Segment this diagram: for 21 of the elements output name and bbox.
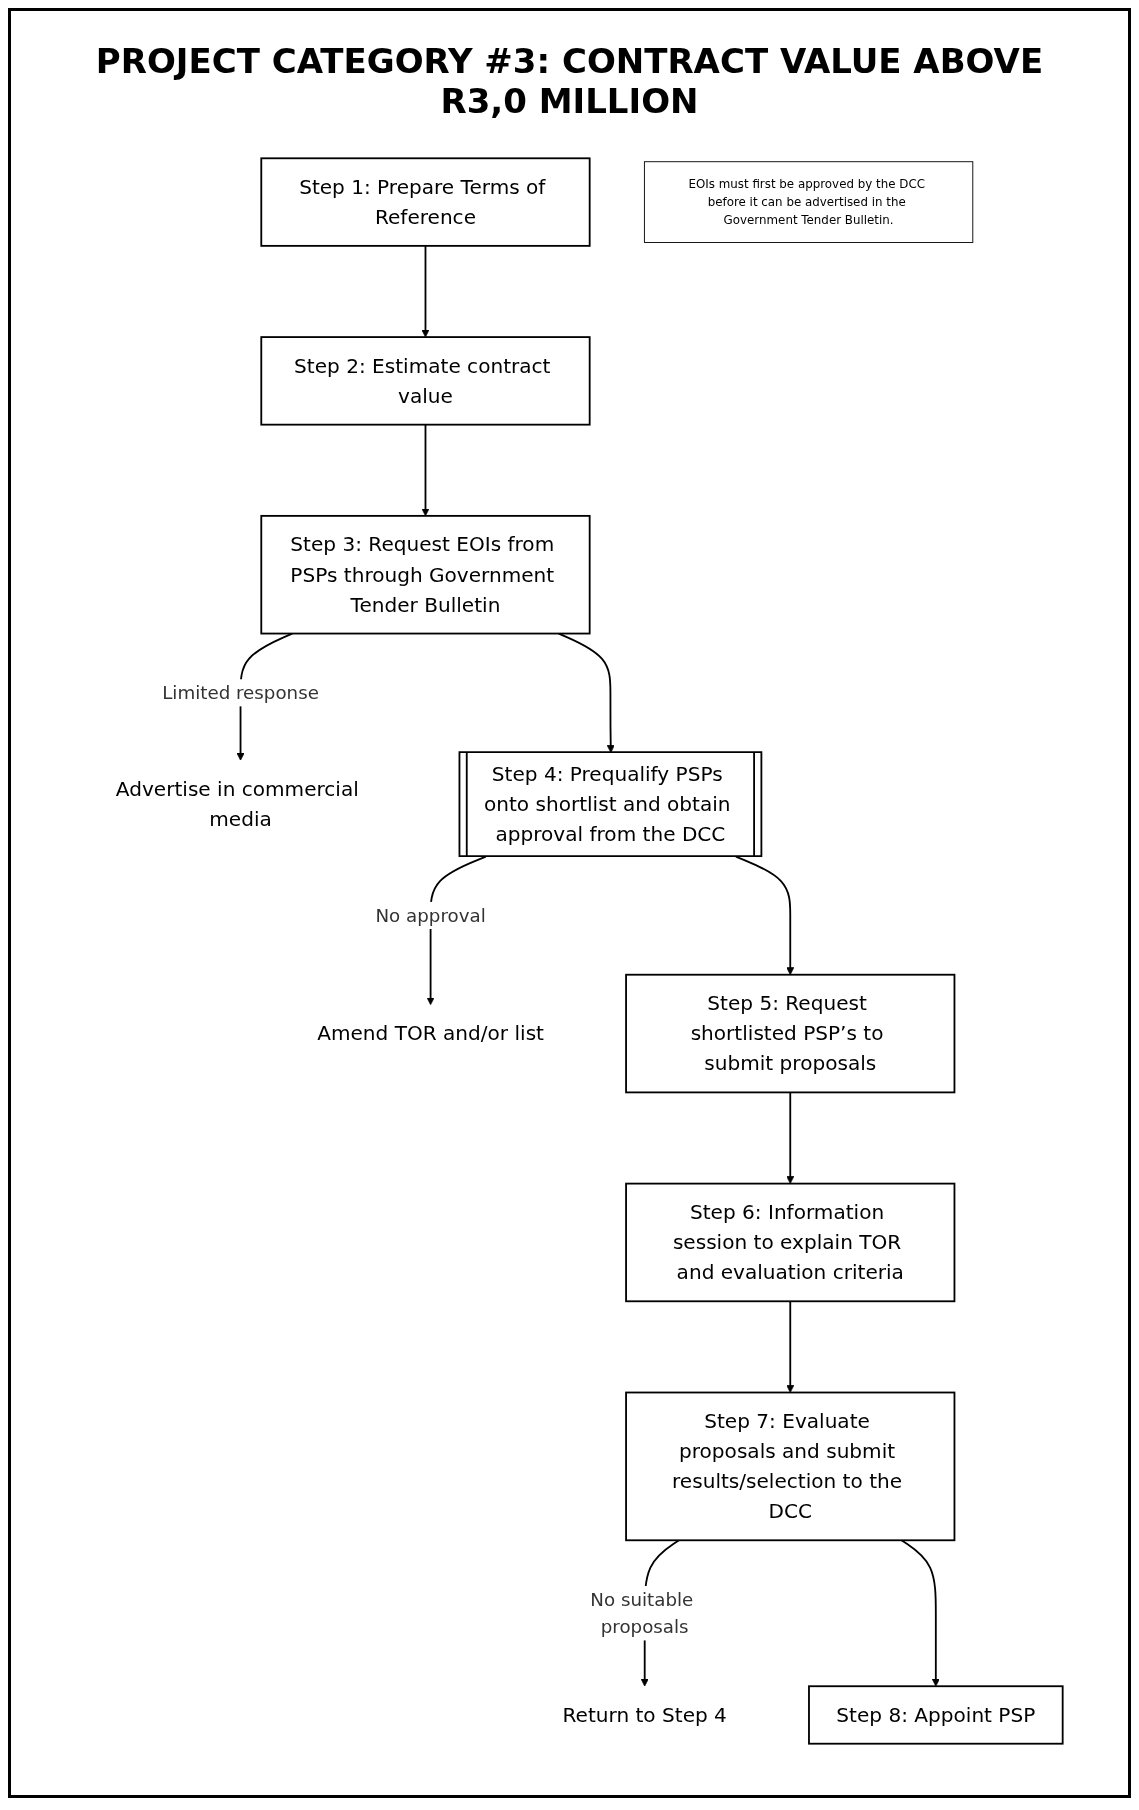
arrow (786, 1091, 795, 1184)
node-text: Amend TOR and/or list (317, 1022, 544, 1045)
node-box: Step 1: Prepare Terms of Reference (260, 157, 591, 247)
diagram-title: PROJECT CATEGORY #3: CONTRACT VALUE ABOVE R3,0 MILLION (94, 41, 1045, 121)
node-box: Step 3: Request EOIs from PSPs through Government Tender Bulletin (260, 514, 591, 635)
arrow (900, 1539, 940, 1687)
arrow (421, 244, 430, 338)
node-box: Step 2: Estimate contract value (260, 336, 591, 426)
edge-label: Limited response (162, 681, 319, 704)
arrow (421, 423, 430, 517)
arrow (557, 632, 615, 753)
node-box: Step 6: Information session to explain TOR and evaluation criteria (625, 1182, 956, 1303)
node-text: Return to Step 4 (562, 1703, 727, 1727)
edge-label: No suitable proposals (590, 1588, 694, 1638)
node-box: Step 8: Appoint PSP (808, 1685, 1064, 1745)
node-box: Step 5: Request shortlisted PSP’s to submit proposals (625, 973, 956, 1094)
node-text: Advertise in commercial media (115, 777, 359, 831)
edge-label: No approval (375, 904, 486, 927)
arrow (786, 1300, 795, 1393)
node-box: EOIs must first be approved by the DCC before it can be advertised in the Government Tender Bulletin. (643, 161, 974, 243)
node-box: Step 7: Evaluate proposals and submit results/selection to the DCC (625, 1391, 956, 1542)
